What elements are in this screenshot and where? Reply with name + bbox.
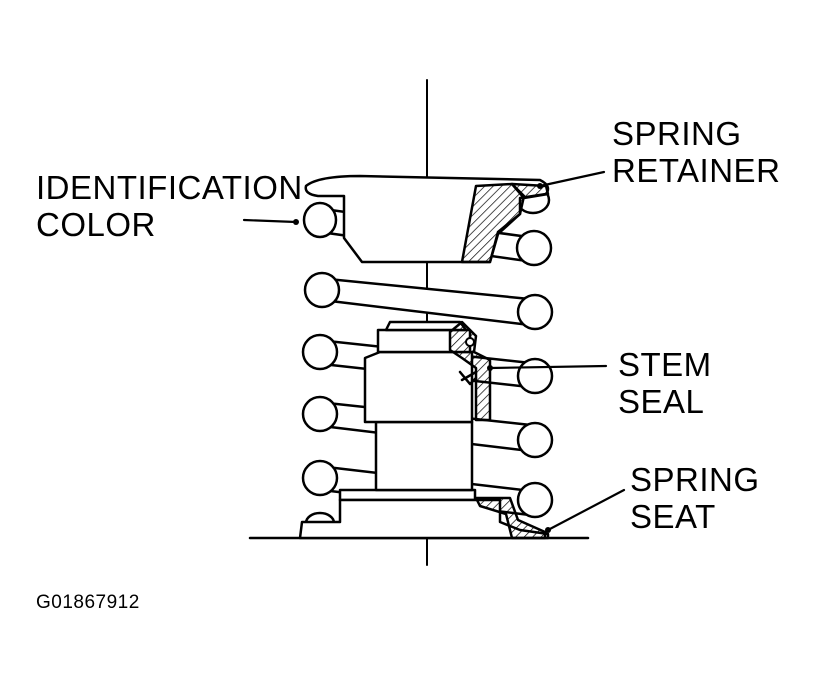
leader-arrowheads [293,183,551,533]
figure-id: G01867912 [36,592,140,613]
label-identification-color-line2: COLOR [36,206,156,243]
spring-coil-right [515,185,554,519]
valve-guide [363,320,474,492]
leader-lines [242,170,626,532]
label-stem-seal-line1: STEM [618,346,712,383]
label-spring-retainer: SPRING RETAINER [612,115,780,189]
label-spring-seat-line1: SPRING [630,461,760,498]
label-spring-seat: SPRING SEAT [630,461,760,535]
label-spring-retainer-line1: SPRING [612,115,742,152]
leader-stem-seal [488,364,608,370]
spring-seat-section [474,496,547,540]
label-stem-seal: STEM SEAL [618,346,712,420]
label-stem-seal-line2: SEAL [618,383,705,420]
leader-spring-retainer [538,170,606,188]
label-identification-color: IDENTIFICATION COLOR [36,169,303,243]
spring-coil-left [301,201,341,535]
leader-identification-color [242,218,298,224]
stem-seal-section [448,320,492,422]
leader-spring-seat [546,488,626,532]
label-spring-retainer-line2: RETAINER [612,152,781,189]
label-spring-seat-line2: SEAT [630,498,716,535]
stem-seal-garter [465,337,475,347]
label-identification-color-line1: IDENTIFICATION [36,169,303,206]
